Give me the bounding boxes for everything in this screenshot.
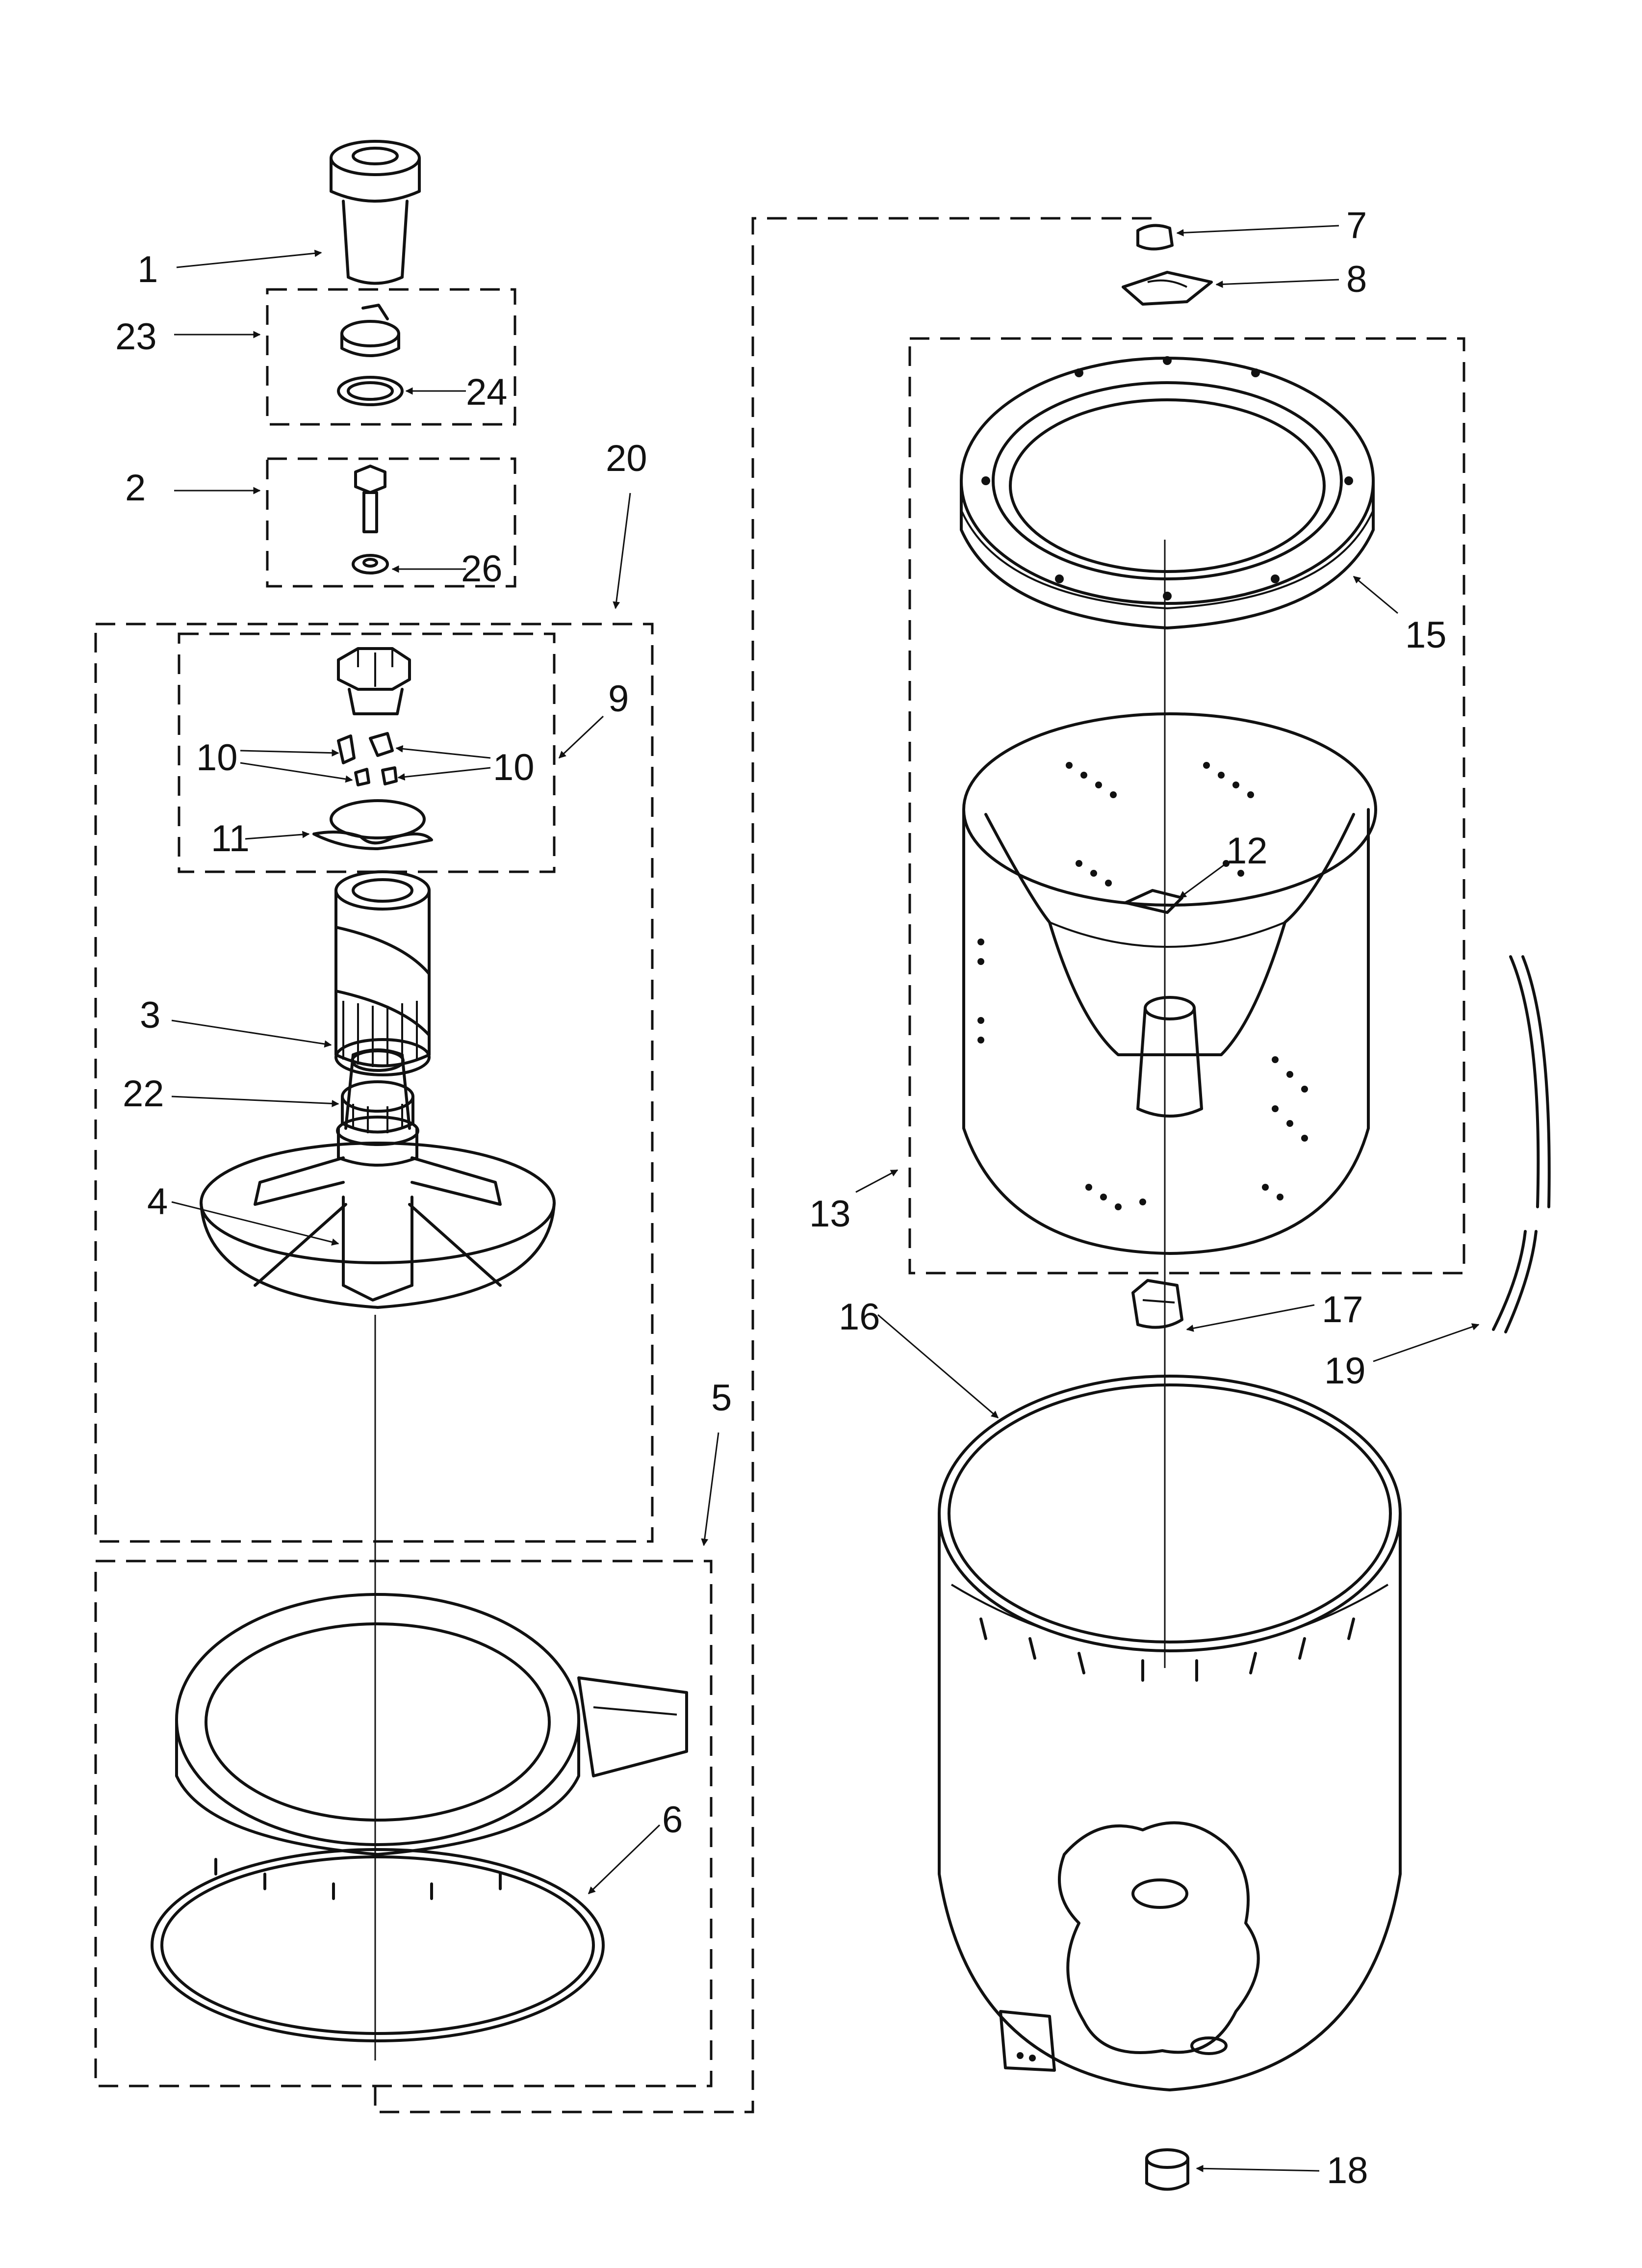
label-5: 5: [711, 1377, 732, 1419]
group-box-13-15: [908, 337, 1465, 1275]
part-3-auger: [334, 870, 431, 1076]
label-8: 8: [1346, 259, 1367, 300]
part-18-drain-nut: [1145, 2148, 1189, 2191]
part-23-cap: [340, 304, 400, 357]
label-10-right: 10: [493, 747, 535, 788]
label-20: 20: [606, 438, 647, 479]
label-11: 11: [211, 818, 250, 860]
part-17-nut: [1131, 1279, 1183, 1329]
group-box-5: [94, 1560, 713, 2087]
basket-perforations: [977, 762, 1308, 1210]
part-9-cam-head: [337, 647, 411, 715]
label-1: 1: [137, 249, 158, 290]
label-7: 7: [1346, 205, 1367, 246]
group-box-2: [266, 457, 516, 588]
part-2-bolt: [354, 465, 386, 533]
label-17: 17: [1322, 1289, 1363, 1330]
label-22: 22: [123, 1073, 164, 1115]
part-8-bracket: [1122, 271, 1213, 306]
part-1-dispenser-cup: [330, 140, 421, 285]
part-6-tub-ring: [151, 1593, 688, 2042]
label-10-left: 10: [196, 737, 238, 779]
label-16: 16: [839, 1296, 880, 1338]
label-12: 12: [1226, 830, 1268, 872]
label-9: 9: [608, 678, 629, 720]
label-18: 18: [1327, 2150, 1368, 2191]
leader-arrows: [171, 225, 1480, 2172]
group-box-23: [266, 288, 516, 426]
part-15-balance-ring: [960, 356, 1375, 629]
label-3: 3: [140, 994, 160, 1036]
part-26-washer: [352, 554, 389, 574]
label-26: 26: [461, 548, 503, 590]
label-19: 19: [1324, 1350, 1366, 1392]
label-13: 13: [809, 1193, 851, 1235]
part-10-dogs: [337, 732, 398, 786]
label-4: 4: [147, 1181, 168, 1223]
connector-line-5: [374, 217, 1153, 2113]
part-19-hose: [1492, 955, 1551, 1333]
part-24-seal-ring: [337, 376, 404, 406]
part-13-wash-basket: [962, 712, 1377, 1255]
part-4-agitator-base: [200, 1048, 556, 1309]
part-7-clip: [1136, 224, 1174, 251]
label-24: 24: [466, 371, 508, 413]
label-2: 2: [125, 467, 146, 509]
label-23: 23: [115, 316, 157, 358]
label-6: 6: [662, 1799, 683, 1841]
part-22-coupling: [341, 1080, 414, 1134]
group-box-20: [94, 623, 654, 1543]
part-16-outer-tub: [938, 1375, 1402, 2091]
label-15: 15: [1405, 614, 1447, 656]
part-11-cam-plate: [312, 799, 433, 850]
